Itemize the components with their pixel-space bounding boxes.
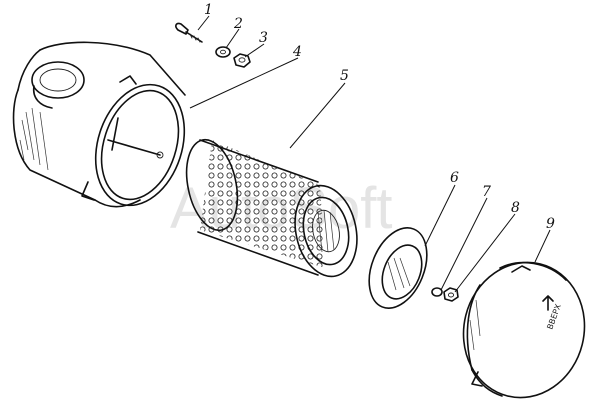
callout-4: 4 xyxy=(292,44,302,60)
wing-bolt xyxy=(175,22,203,43)
leader-lines xyxy=(189,15,551,293)
housing-body xyxy=(12,41,186,208)
callout-3: 3 xyxy=(259,30,268,46)
filter-element xyxy=(185,138,358,278)
callout-5: 5 xyxy=(340,68,349,84)
wing-nut xyxy=(233,53,251,68)
gasket-disc xyxy=(368,227,428,309)
callout-2: 2 xyxy=(233,16,243,32)
callout-1: 1 xyxy=(204,2,213,18)
housing-cover: ВВЕРХ xyxy=(462,261,586,399)
washer-small xyxy=(431,287,443,297)
callout-9: 9 xyxy=(546,216,555,232)
nut-small xyxy=(443,287,459,302)
callout-8: 8 xyxy=(511,200,520,216)
callout-7: 7 xyxy=(482,184,491,200)
washer xyxy=(215,46,231,58)
callout-6: 6 xyxy=(450,170,459,186)
